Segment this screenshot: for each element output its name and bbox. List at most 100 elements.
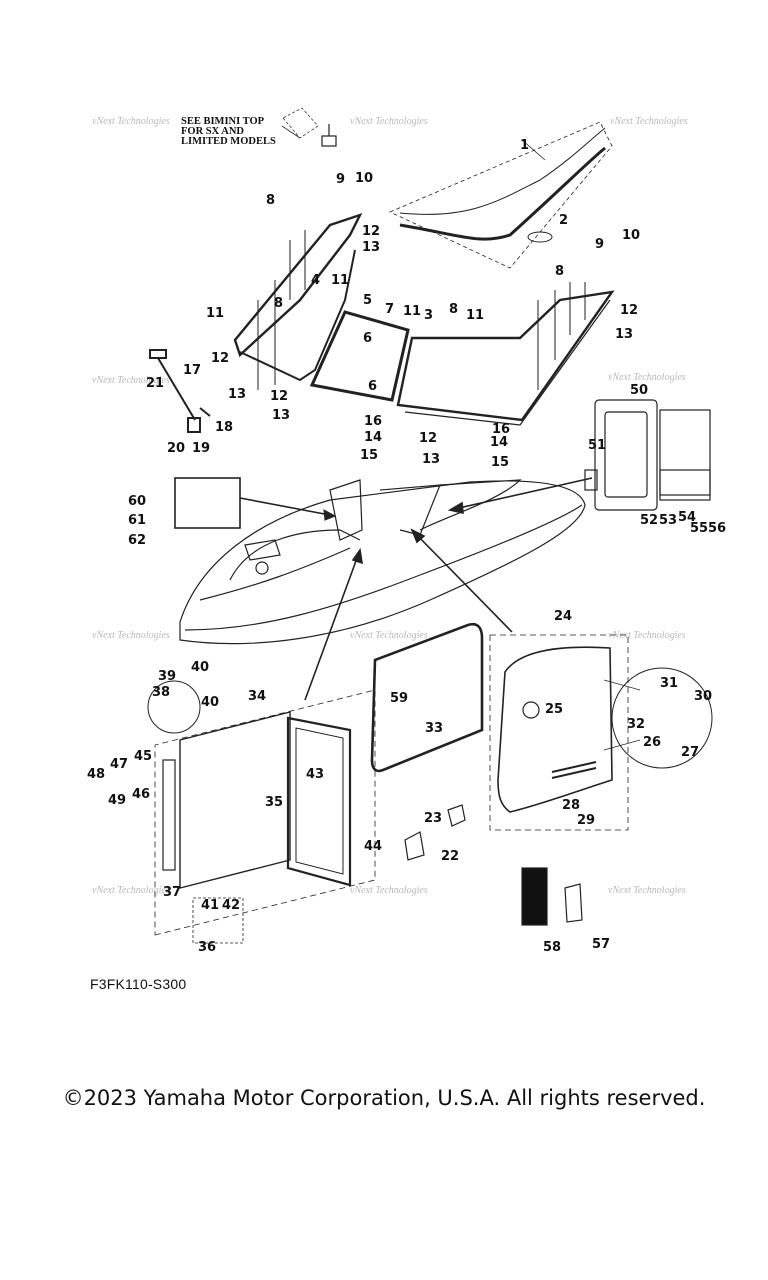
callout-55: 55 <box>690 521 708 536</box>
watermark: vNext Technologies <box>92 630 170 641</box>
callout-62: 62 <box>128 533 146 548</box>
small-parts <box>404 804 583 926</box>
callout-47: 47 <box>110 757 128 772</box>
boat-hull <box>179 479 586 645</box>
watermark: vNext Technologies <box>608 885 686 896</box>
callout-49: 49 <box>108 793 126 808</box>
callout-10b: 10 <box>622 228 640 243</box>
callout-10: 10 <box>355 171 373 186</box>
console-cover <box>489 634 713 831</box>
bimini-note: SEE BIMINI TOP FOR SX AND LIMITED MODELS <box>181 107 337 147</box>
callout-3: 3 <box>424 308 433 323</box>
callout-13b: 13 <box>615 327 633 342</box>
callout-41: 41 <box>201 898 219 913</box>
callout-26: 26 <box>643 735 661 750</box>
callout-38: 38 <box>152 685 170 700</box>
cover-panel <box>174 477 337 529</box>
callout-9: 9 <box>336 172 345 187</box>
callout-40: 40 <box>191 660 209 675</box>
callout-13e: 13 <box>422 452 440 467</box>
callout-58: 58 <box>543 940 561 955</box>
callout-60: 60 <box>128 494 146 509</box>
callout-33: 33 <box>425 721 443 736</box>
copyright-notice: ©2023 Yamaha Motor Corporation, U.S.A. A… <box>62 1086 706 1110</box>
callout-54: 54 <box>678 510 696 525</box>
callout-5: 5 <box>363 293 372 308</box>
callout-25: 25 <box>545 702 563 717</box>
callout-6: 6 <box>363 331 372 346</box>
callout-52: 52 <box>640 513 658 528</box>
callout-19: 19 <box>192 441 210 456</box>
leader-arrows <box>304 477 593 701</box>
callout-24: 24 <box>554 609 572 624</box>
callout-20: 20 <box>167 441 185 456</box>
callout-7: 7 <box>385 302 394 317</box>
diagram-code: F3FK110-S300 <box>90 976 187 992</box>
watermark: vNext Technologies <box>608 630 686 641</box>
bimini-bracket-icon <box>321 124 337 147</box>
callout-28: 28 <box>562 798 580 813</box>
callout-44: 44 <box>364 839 382 854</box>
callout-15: 15 <box>360 448 378 463</box>
callout-42: 42 <box>222 898 240 913</box>
callout-40b: 40 <box>201 695 219 710</box>
callout-21: 21 <box>146 376 164 391</box>
callout-8d: 8 <box>555 264 564 279</box>
callout-12d: 12 <box>270 389 288 404</box>
callout-50: 50 <box>630 383 648 398</box>
callout-15b: 15 <box>491 455 509 470</box>
callout-18: 18 <box>215 420 233 435</box>
callout-8b: 8 <box>274 296 283 311</box>
callout-8: 8 <box>266 193 275 208</box>
callout-12c: 12 <box>211 351 229 366</box>
watermark: vNext Technologies <box>92 375 170 386</box>
callout-9b: 9 <box>595 237 604 252</box>
callout-46: 46 <box>132 787 150 802</box>
storage-bag <box>584 399 711 511</box>
note-line: LIMITED MODELS <box>181 136 276 147</box>
callout-13c: 13 <box>228 387 246 402</box>
callout-11d: 11 <box>466 308 484 323</box>
door-panel <box>370 622 484 773</box>
note-line: FOR SX AND <box>181 126 244 137</box>
callout-29: 29 <box>577 813 595 828</box>
callout-6b: 6 <box>368 379 377 394</box>
callout-11b: 11 <box>331 273 349 288</box>
callout-39: 39 <box>158 669 176 684</box>
watermark: vNext Technologies <box>608 372 686 383</box>
callout-48: 48 <box>87 767 105 782</box>
callout-12b: 12 <box>620 303 638 318</box>
watermark: vNext Technologies <box>92 116 170 127</box>
callout-12: 12 <box>362 224 380 239</box>
callout-43: 43 <box>306 767 324 782</box>
callout-35: 35 <box>265 795 283 810</box>
watermark: vNext Technologies <box>350 630 428 641</box>
callout-1: 1 <box>520 138 529 153</box>
callout-4: 4 <box>311 273 320 288</box>
callout-61: 61 <box>128 513 146 528</box>
callout-12e: 12 <box>419 431 437 446</box>
callout-14b: 14 <box>490 435 508 450</box>
callout-32: 32 <box>627 717 645 732</box>
door-assembly <box>147 680 376 944</box>
windshield-trim-group <box>389 121 613 269</box>
callout-53: 53 <box>659 513 677 528</box>
callout-22: 22 <box>441 849 459 864</box>
callout-31: 31 <box>660 676 678 691</box>
watermark: vNext Technologies <box>92 885 170 896</box>
strut-assembly <box>149 349 211 433</box>
callout-59: 59 <box>390 691 408 706</box>
callout-2: 2 <box>559 213 568 228</box>
callout-16b: 16 <box>492 422 510 437</box>
watermark: vNext Technologies <box>350 885 428 896</box>
windshield-frames <box>233 212 615 426</box>
callout-23: 23 <box>424 811 442 826</box>
parts-diagram: vNext Technologies vNext Technologies vN… <box>87 107 726 955</box>
callout-11: 11 <box>206 306 224 321</box>
callout-56: 56 <box>708 521 726 536</box>
callout-36: 36 <box>198 940 216 955</box>
callout-8c: 8 <box>449 302 458 317</box>
callout-16: 16 <box>364 414 382 429</box>
note-line: SEE BIMINI TOP <box>181 116 265 127</box>
callout-30: 30 <box>694 689 712 704</box>
